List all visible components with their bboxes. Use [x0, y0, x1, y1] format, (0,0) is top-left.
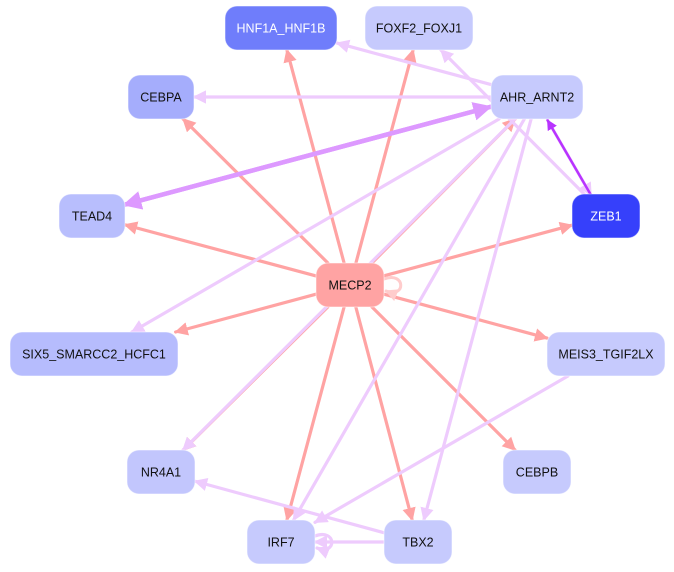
node-label: TEAD4 [72, 210, 112, 224]
edge-tbx2-to-nr4a1 [193, 477, 386, 535]
node-nr4a1[interactable]: NR4A1 [126, 449, 196, 495]
edge-mecp2-to-hnf1a_hnf1b [283, 48, 346, 265]
node-hnf1a-hnf1b[interactable]: HNF1A_HNF1B [224, 5, 338, 51]
node-label: IRF7 [267, 536, 294, 550]
edge-ahr_arnt2-to-tbx2 [420, 117, 533, 522]
node-box [546, 331, 666, 377]
node-box [58, 193, 126, 239]
node-zeb1[interactable]: ZEB1 [571, 193, 641, 239]
edge-ahr_arnt2-to-irf7 [292, 117, 526, 522]
edge-tead4-to-ahr_arnt2 [122, 102, 493, 208]
edges-layer [122, 39, 593, 559]
node-meis3-tgif2lx[interactable]: MEIS3_TGIF2LX [546, 331, 666, 377]
node-ahr-arnt2[interactable]: AHR_ARNT2 [490, 74, 584, 120]
node-label: MECP2 [328, 279, 371, 293]
node-box [9, 331, 179, 377]
node-label: HNF1A_HNF1B [237, 22, 326, 36]
node-label: FOXF2_FOXJ1 [376, 22, 462, 36]
edge-ahr_arnt2-to-six5_smarcc2_hcfc1 [130, 117, 501, 334]
edge-mecp2-to-foxf2_foxj1 [354, 48, 417, 265]
node-tbx2[interactable]: TBX2 [383, 519, 453, 565]
edge-mecp2-to-cebpb [370, 305, 517, 452]
node-label: TBX2 [402, 536, 433, 550]
edge-irf7-to-irf7 [313, 532, 334, 559]
node-box [502, 449, 572, 495]
node-label: SIX5_SMARCC2_HCFC1 [22, 348, 166, 362]
edge-ahr_arnt2-to-hnf1a_hnf1b [335, 39, 493, 87]
node-box [364, 5, 474, 51]
edge-mecp2-to-six5_smarcc2_hcfc1 [174, 292, 318, 336]
node-box [126, 449, 196, 495]
node-six5-smarcc2-hcfc1[interactable]: SIX5_SMARCC2_HCFC1 [9, 331, 179, 377]
node-cebpa[interactable]: CEBPA [127, 74, 195, 120]
node-label: CEBPB [516, 466, 558, 480]
edge-mecp2-to-irf7 [283, 305, 346, 522]
node-cebpb[interactable]: CEBPB [502, 449, 572, 495]
node-box [490, 74, 584, 120]
node-box [315, 262, 385, 308]
node-box [224, 5, 338, 51]
node-mecp2[interactable]: MECP2 [315, 262, 385, 308]
node-tead4[interactable]: TEAD4 [58, 193, 126, 239]
node-box [246, 519, 316, 565]
node-label: AHR_ARNT2 [500, 91, 574, 105]
node-box [571, 193, 641, 239]
edge-zeb1-to-foxf2_foxj1 [439, 48, 586, 196]
edge-mecp2-to-cebpa [181, 117, 330, 265]
edge-mecp2-to-zeb1 [382, 221, 574, 278]
node-foxf2-foxj1[interactable]: FOXF2_FOXJ1 [364, 5, 474, 51]
node-label: MEIS3_TGIF2LX [558, 348, 654, 362]
node-label: CEBPA [140, 91, 182, 105]
node-label: NR4A1 [141, 466, 181, 480]
edge-mecp2-to-meis3_tgif2lx [382, 292, 549, 342]
node-irf7[interactable]: IRF7 [246, 519, 316, 565]
edge-mecp2-to-mecp2 [382, 276, 403, 302]
node-label: ZEB1 [590, 210, 621, 224]
node-box [383, 519, 453, 565]
edge-mecp2-to-tead4 [123, 221, 318, 278]
node-box [127, 74, 195, 120]
edge-mecp2-to-tbx2 [354, 305, 416, 522]
edge-meis3_tgif2lx-to-irf7 [313, 374, 570, 524]
edge-zeb1-to-ahr_arnt2 [546, 119, 593, 197]
